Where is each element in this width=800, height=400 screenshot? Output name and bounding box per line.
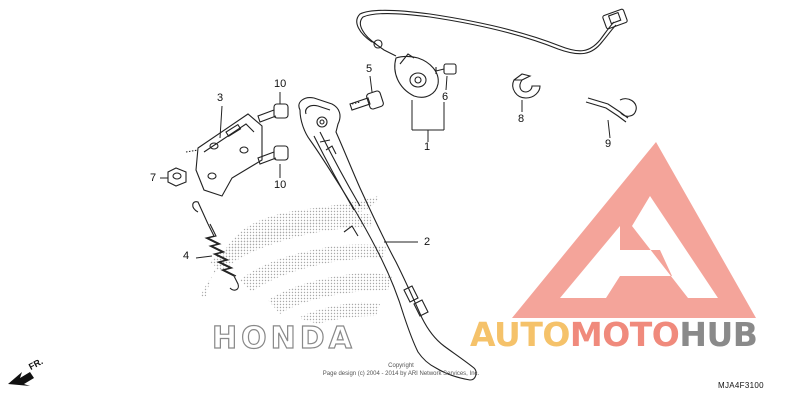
screw-6	[435, 63, 457, 75]
brand-part-moto: MOTO	[569, 315, 680, 354]
callout-10-bottom: 10	[274, 179, 287, 191]
autohub-triangle-watermark	[512, 142, 756, 318]
callout-2: 2	[424, 236, 431, 248]
side-stand-switch-harness	[356, 8, 628, 98]
bolt-10-bottom	[257, 145, 289, 165]
brand-part-auto: AUTO	[470, 315, 570, 354]
callout-9: 9	[605, 138, 612, 150]
autohub-brand-text: AUTOMOTOHUB	[470, 315, 758, 354]
honda-wing-watermark	[200, 196, 392, 324]
callout-3: 3	[217, 92, 224, 104]
callout-10-top: 10	[274, 78, 287, 90]
spring-4	[192, 201, 239, 291]
callout-6: 6	[442, 91, 449, 103]
diagram-code: MJA4F3100	[718, 381, 764, 390]
callout-8: 8	[518, 113, 525, 125]
bolt-5	[349, 90, 384, 111]
copyright-line-1: Copyright	[388, 363, 414, 369]
stand-bracket-3	[185, 113, 263, 197]
callout-5: 5	[366, 63, 373, 75]
band-9	[585, 97, 637, 123]
clamp-8	[512, 73, 541, 99]
callout-1: 1	[424, 141, 431, 153]
side-stand-2	[298, 97, 477, 381]
copyright-line-2: Page design (c) 2004 - 2014 by ARI Netwo…	[322, 371, 480, 377]
bolt-10-top	[257, 103, 289, 123]
front-direction-arrow-icon	[8, 372, 34, 386]
brand-part-hub: HUB	[679, 315, 758, 354]
nut-7	[167, 167, 187, 187]
callout-4: 4	[183, 250, 190, 262]
callout-7: 7	[150, 172, 157, 184]
copyright-notice: Copyright Page design (c) 2004 - 2014 by…	[316, 362, 486, 378]
